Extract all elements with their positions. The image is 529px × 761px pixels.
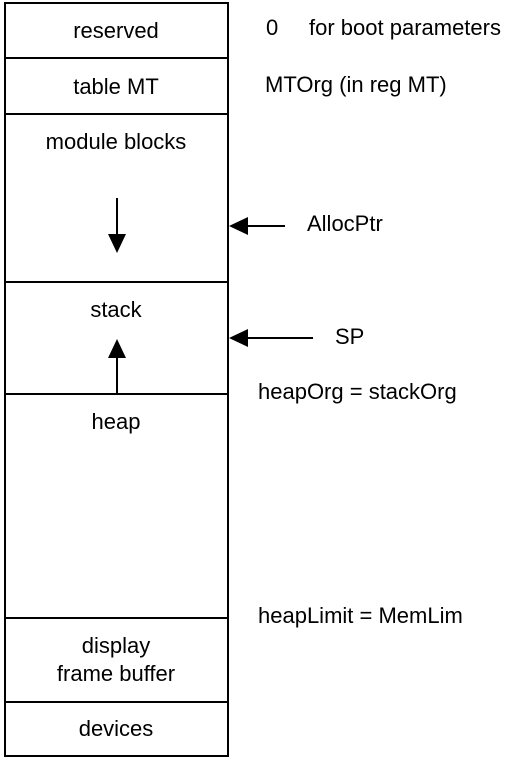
memory-column-outline [4,2,229,757]
block-reserved-label: reserved [73,18,159,43]
annotation-reserved-offset: 0 [266,15,278,40]
annotation-heap-limit: heapLimit = MemLim [258,603,463,628]
block-display-label-line2: frame buffer [57,661,175,686]
block-devices-label: devices [79,716,154,741]
annotation-heap-org: heapOrg = stackOrg [258,379,457,404]
alloc-ptr-pointer-arrow-icon [229,217,285,235]
annotation-alloc-ptr: AllocPtr [307,211,383,236]
annotation-boot-parameters: for boot parameters [309,15,501,40]
block-stack-label: stack [90,297,142,322]
block-display-label-line1: display [82,633,150,658]
annotation-mt-org: MTOrg (in reg MT) [265,72,447,97]
block-module-blocks-label: module blocks [46,129,187,154]
sp-pointer-arrow-icon [229,329,313,347]
stack-growth-up-arrow-icon [108,339,126,393]
block-table-mt-label: table MT [73,74,159,99]
annotation-sp: SP [335,324,364,349]
block-heap-label: heap [92,409,141,434]
module-growth-down-arrow-icon [108,198,126,253]
